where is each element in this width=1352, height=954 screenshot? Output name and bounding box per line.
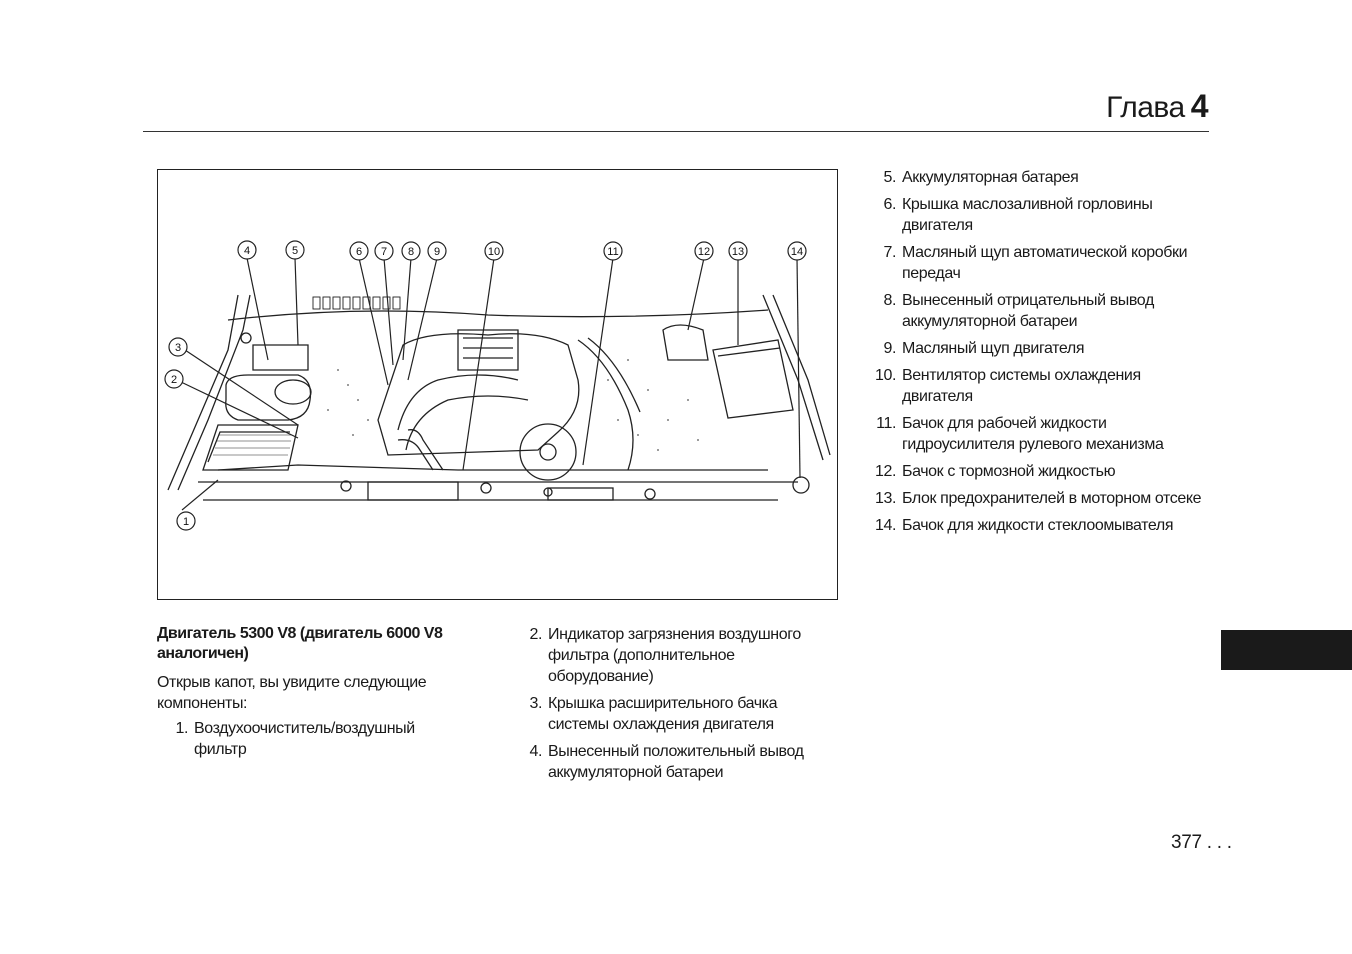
callout-12: 12 — [698, 246, 710, 258]
list-item: 2.Индикатор загрязнения воздушного фильт… — [529, 626, 801, 685]
page-number: 377 . . . — [1171, 832, 1232, 853]
callout-4: 4 — [244, 245, 250, 257]
components-list-right: 5.Аккумуляторная батарея 6.Крышка маслоз… — [874, 167, 1204, 542]
list-item: 10.Вентилятор системы охлаждения двигате… — [874, 367, 1141, 405]
callout-3: 3 — [175, 342, 181, 354]
list-item: 3.Крышка расширительного бачка системы о… — [529, 695, 778, 733]
section-heading: Двигатель 5300 V8 (двигатель 6000 V8 ана… — [157, 625, 443, 662]
list-item: 5.Аккумуляторная батарея — [883, 169, 1079, 186]
callout-14: 14 — [791, 246, 803, 258]
header-rule — [143, 131, 1209, 132]
chapter-number: 4 — [1190, 88, 1209, 124]
callout-8: 8 — [408, 246, 414, 258]
callout-10: 10 — [488, 246, 500, 258]
list-item: 1.Воздухоочиститель/воздушный фильтр — [175, 720, 415, 758]
list-item: 12.Бачок с тормозной жидкостью — [874, 463, 1116, 480]
callout-13: 13 — [732, 246, 744, 258]
chapter-tab-marker — [1221, 630, 1352, 670]
list-item: 4.Вынесенный положительный вывод аккумул… — [529, 743, 804, 781]
intro-text: Открыв капот, вы увидите следующие компо… — [157, 674, 427, 712]
list-item: 6.Крышка маслозаливной горловины двигате… — [883, 196, 1153, 234]
list-item: 7.Масляный щуп автоматической коробки пе… — [883, 244, 1188, 282]
list-item: 8.Вынесенный отрицательный вывод аккумул… — [883, 292, 1154, 330]
chapter-label: Глава — [1106, 91, 1185, 124]
list-item: 14.Бачок для жидкости стеклоомывателя — [874, 517, 1174, 534]
list-item: 13.Блок предохранителей в моторном отсек… — [874, 490, 1202, 507]
components-list-middle: 2.Индикатор загрязнения воздушного фильт… — [520, 624, 830, 789]
callout-1: 1 — [183, 516, 189, 528]
callout-2: 2 — [171, 374, 177, 386]
callout-7: 7 — [381, 246, 387, 258]
callout-5: 5 — [292, 245, 298, 257]
callout-6: 6 — [356, 246, 362, 258]
list-item: 9.Масляный щуп двигателя — [883, 340, 1085, 357]
list-item: 11.Бачок для рабочей жидкости гидроусили… — [876, 415, 1164, 453]
callout-9: 9 — [434, 246, 440, 258]
components-list-left: 1.Воздухоочиститель/воздушный фильтр — [166, 718, 456, 766]
engine-compartment-figure: 1 2 3 4 5 6 7 8 9 10 11 12 13 14 — [157, 169, 838, 600]
callout-11: 11 — [607, 246, 618, 258]
engine-diagram: 1 2 3 4 5 6 7 8 9 10 11 12 13 14 — [164, 240, 831, 531]
